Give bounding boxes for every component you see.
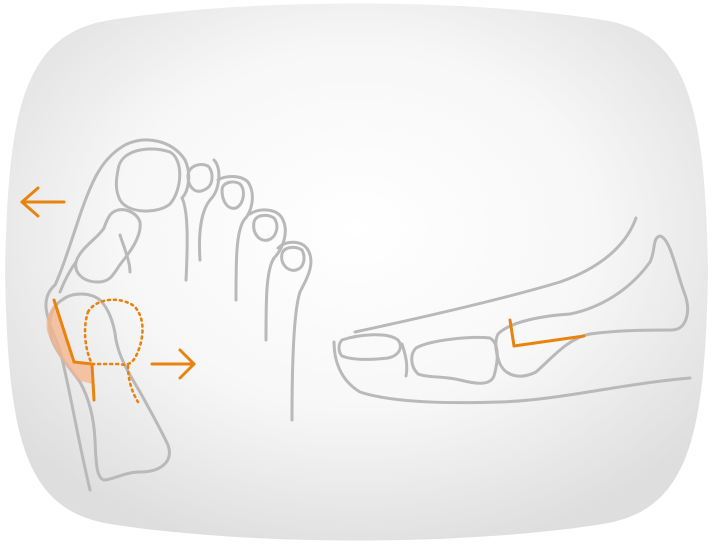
cut-line-vertical bbox=[92, 364, 94, 400]
background-panel bbox=[5, 4, 708, 541]
cut-line-horizontal bbox=[74, 362, 92, 364]
